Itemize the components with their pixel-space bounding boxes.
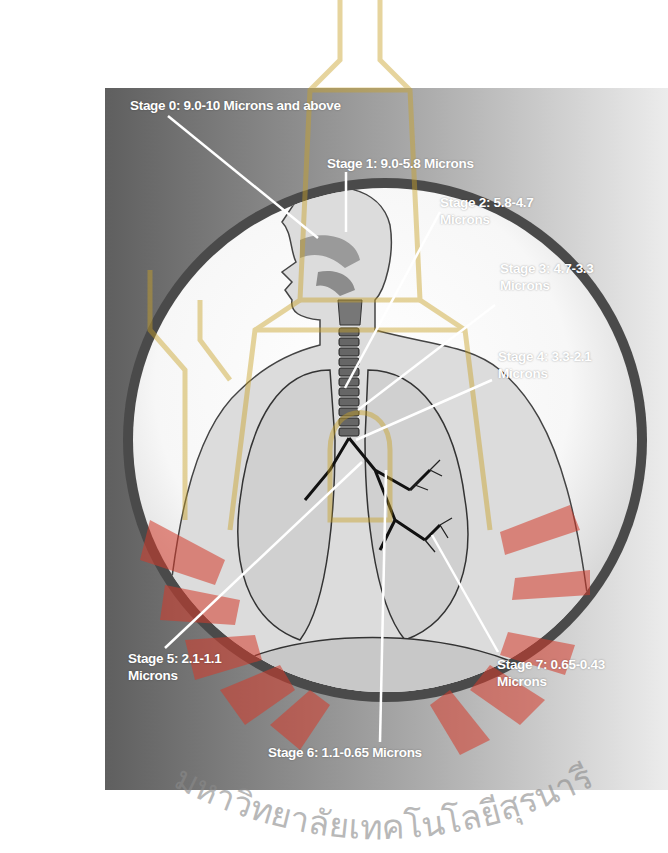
stage-label: Stage 0: 9.0-10 Microns and above xyxy=(130,97,430,114)
watermark-tower xyxy=(150,0,490,530)
body-figure xyxy=(120,170,660,720)
watermark-rays xyxy=(140,505,590,755)
stage-label: Stage 4: 3.3-2.1 Microns xyxy=(498,348,633,382)
stage-label: Stage 5: 2.1-1.1 Microns xyxy=(128,650,263,684)
stage-label: Stage 6: 1.1-0.65 Microns xyxy=(268,744,508,761)
stage-label: Stage 2: 5.8-4.7 Microns xyxy=(440,194,575,228)
stage-label: Stage 7: 0.65-0.43 Microns xyxy=(497,656,637,690)
stage-label: Stage 3: 4.7-3.3 Microns xyxy=(500,260,635,294)
panel-background xyxy=(105,88,668,790)
watermark-text: มหาวิทยาลัยเทคโนโลยีสุรนารี xyxy=(169,756,599,847)
watermark-text: มหาวิทยาลัยเทคโนโลยีสุรนารี xyxy=(169,756,599,847)
stage-label: Stage 1: 9.0-5.8 Microns xyxy=(327,155,547,172)
